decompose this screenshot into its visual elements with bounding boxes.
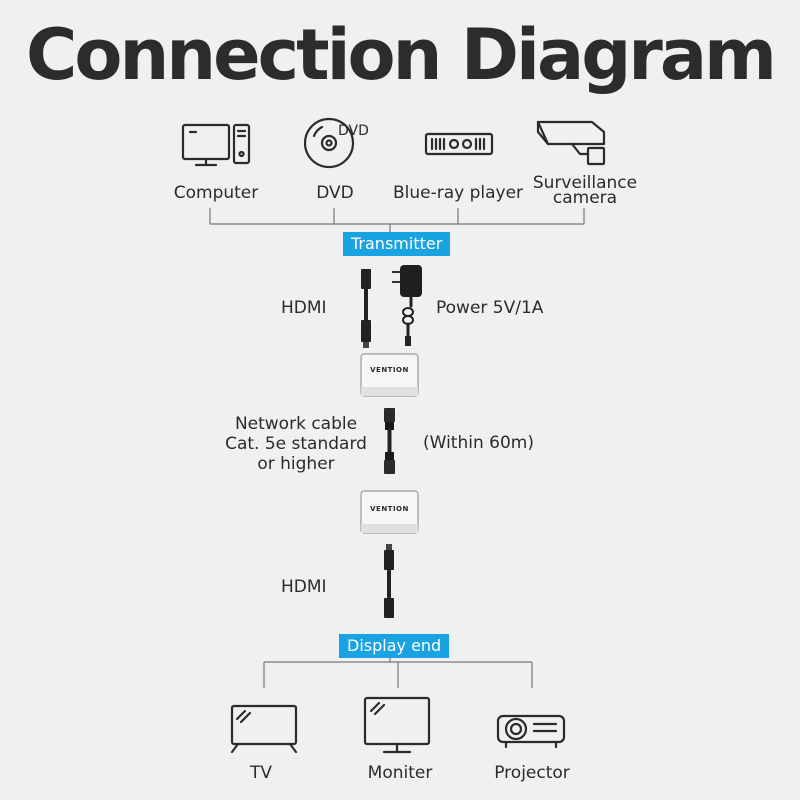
projector-icon bbox=[496, 714, 566, 749]
hdmi-cable-top-icon bbox=[361, 269, 371, 348]
surveillance-label: Surveillance camera bbox=[525, 173, 645, 208]
projector-label: Projector bbox=[494, 763, 570, 783]
network-cable-line2: Cat. 5e standard bbox=[225, 434, 367, 454]
receiver-brand-label: VENTION bbox=[370, 505, 409, 513]
network-cable-line3: or higher bbox=[257, 454, 335, 474]
computer-icon bbox=[181, 123, 251, 167]
display-end-badge: Display end bbox=[339, 634, 450, 658]
tv-label: TV bbox=[249, 763, 272, 783]
dvd-label: DVD bbox=[316, 183, 354, 203]
source-connector-lines bbox=[209, 208, 585, 232]
surveillance-camera-icon bbox=[536, 120, 606, 166]
dvd-disc-text: DVD bbox=[338, 123, 369, 139]
computer-label: Computer bbox=[173, 183, 259, 203]
power-adapter-icon bbox=[392, 265, 422, 346]
distance-label: (Within 60m) bbox=[423, 433, 534, 453]
monitor-label: Moniter bbox=[367, 763, 433, 783]
monitor-icon bbox=[363, 696, 431, 754]
bluray-player-icon bbox=[424, 132, 494, 156]
bluray-label: Blue-ray player bbox=[392, 183, 524, 203]
hdmi-top-label: HDMI bbox=[281, 298, 327, 318]
surveillance-label-line1: Surveillance bbox=[532, 173, 638, 193]
tv-icon bbox=[230, 704, 298, 754]
transmitter-brand-label: VENTION bbox=[370, 366, 409, 374]
transmitter-badge: Transmitter bbox=[343, 232, 451, 256]
dvd-disc-icon bbox=[303, 117, 355, 169]
network-cable-icon bbox=[384, 408, 395, 474]
surveillance-label-line2: camera bbox=[552, 188, 618, 208]
receiver-device bbox=[360, 490, 419, 534]
hdmi-cable-bottom-icon bbox=[384, 544, 394, 618]
transmitter-device bbox=[360, 353, 419, 397]
network-cable-line1: Network cable bbox=[234, 414, 358, 434]
page-title: Connection Diagram bbox=[26, 14, 777, 96]
network-cable-label: Network cable Cat. 5e standard or higher bbox=[216, 414, 376, 474]
power-label: Power 5V/1A bbox=[436, 298, 544, 318]
hdmi-bottom-label: HDMI bbox=[281, 577, 327, 597]
display-connector-lines bbox=[263, 656, 533, 688]
